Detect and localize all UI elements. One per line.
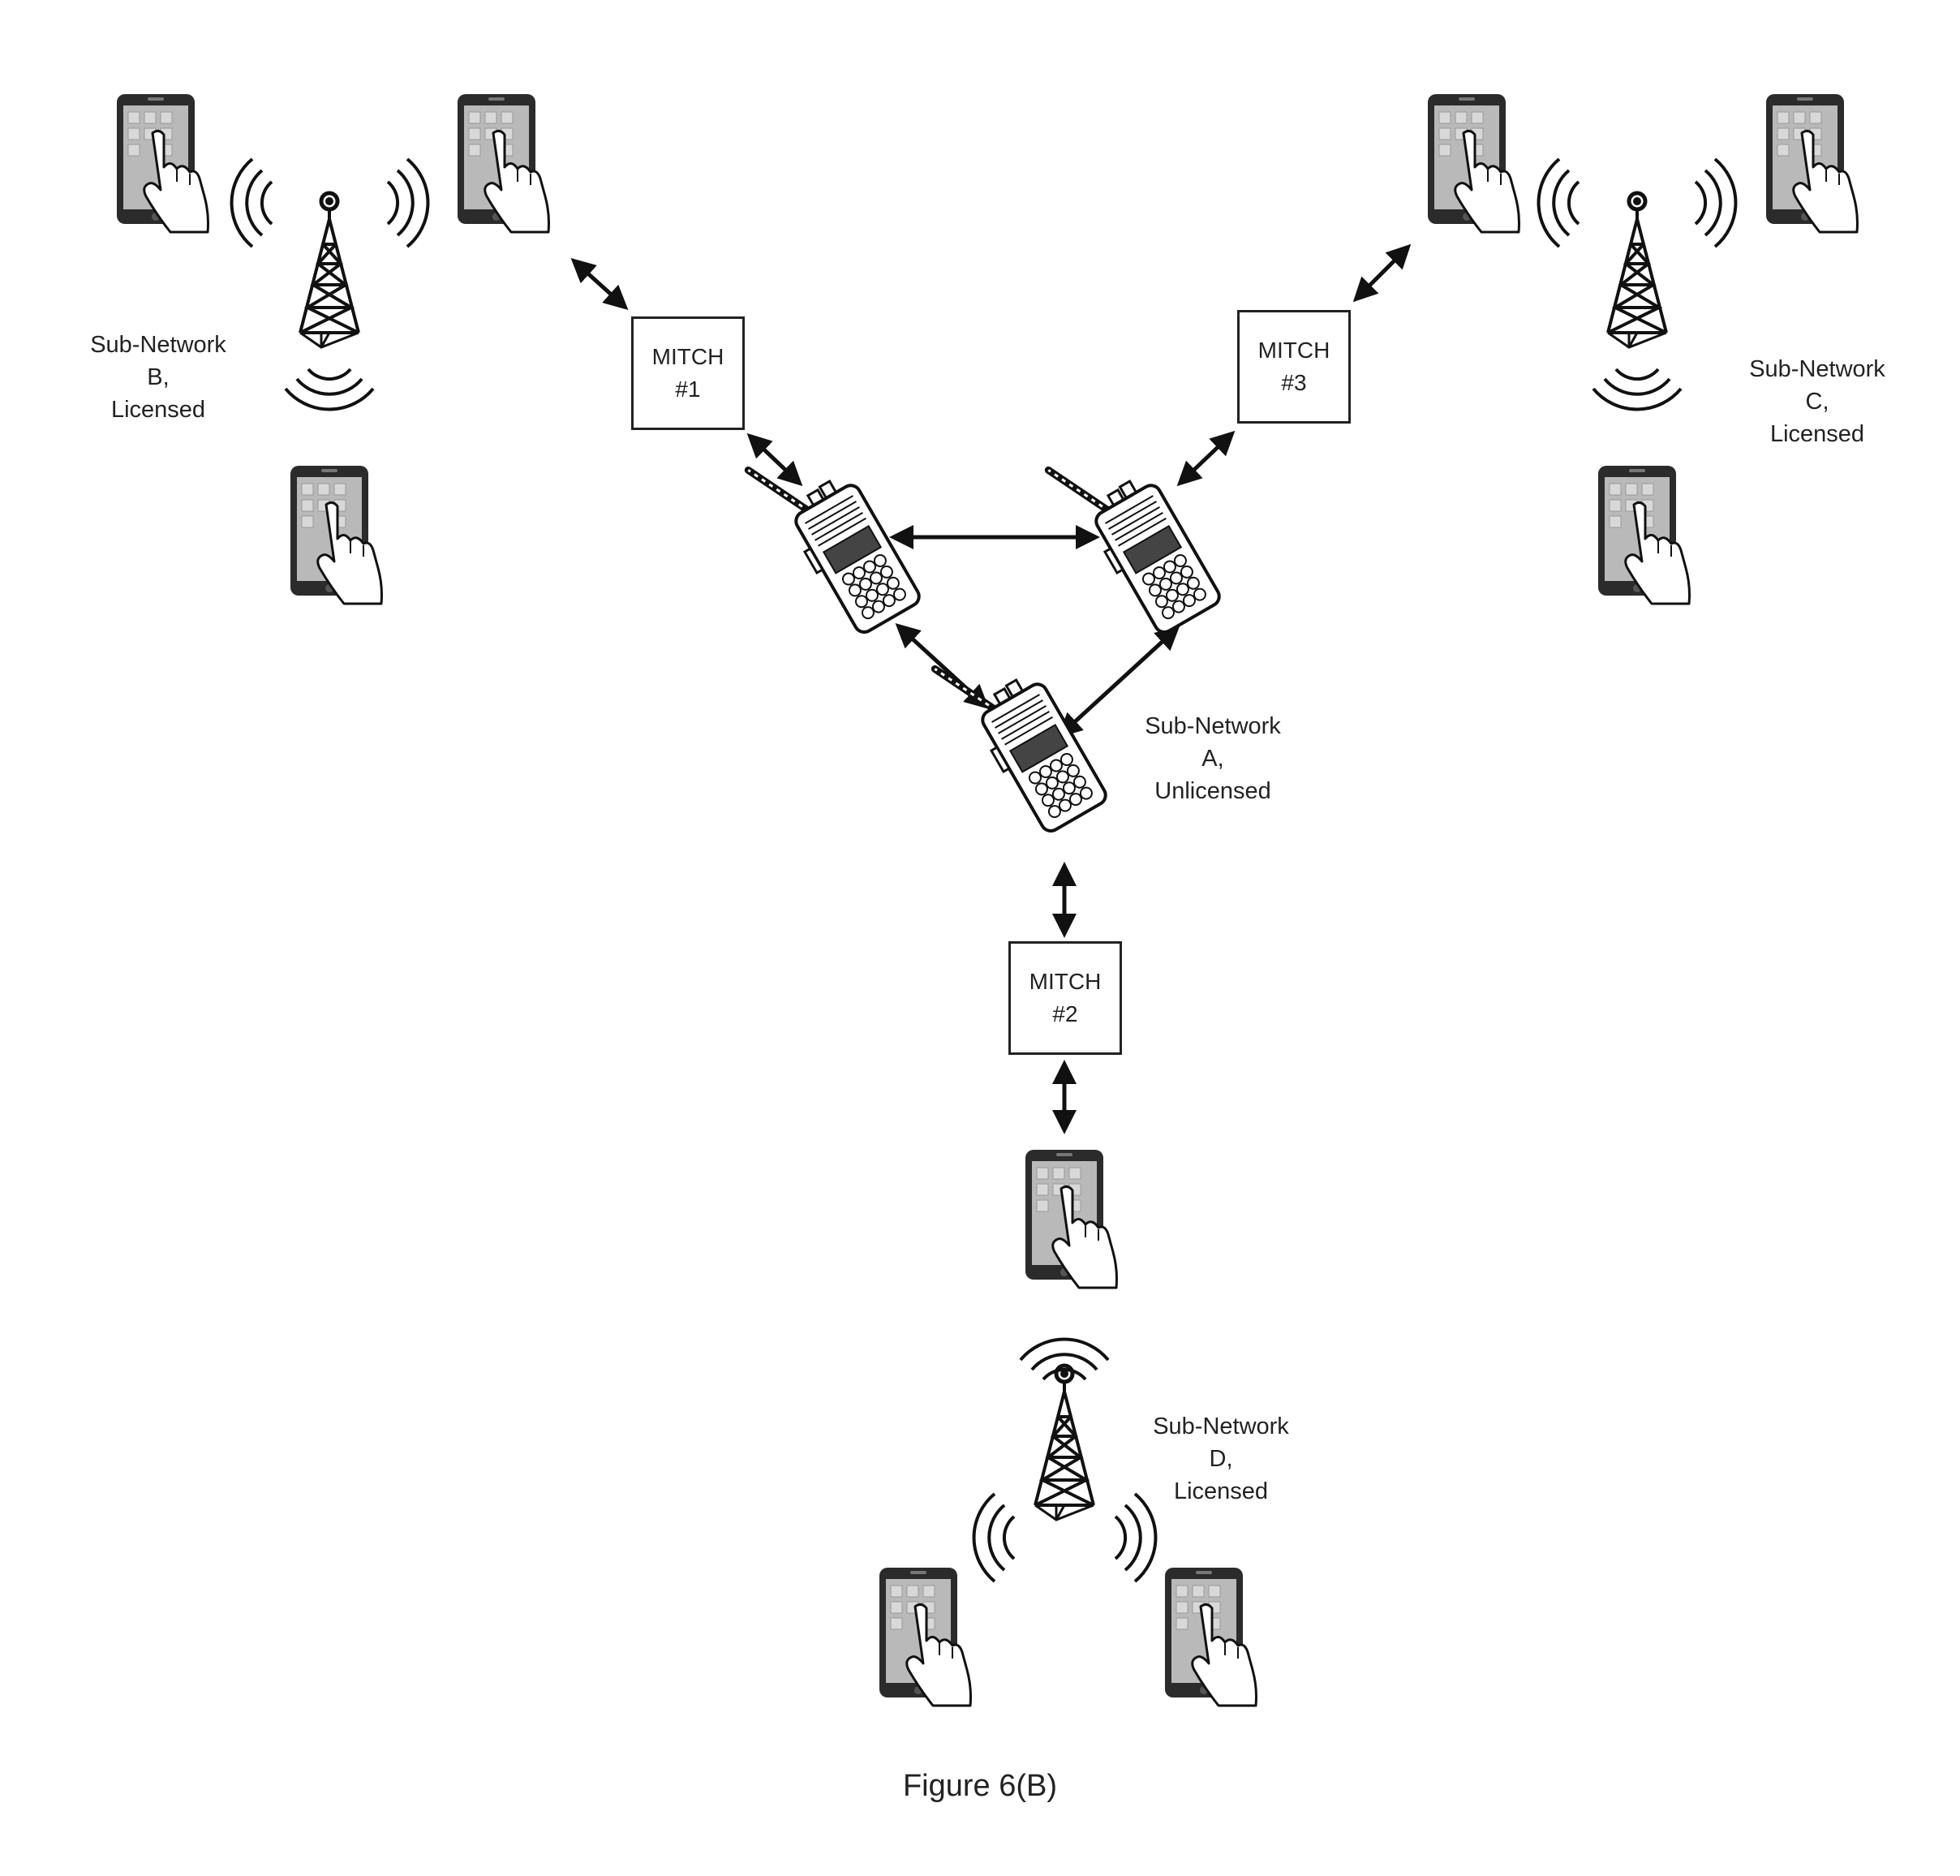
link-phoneC-mitch3 <box>1356 247 1408 299</box>
mitch-number: #3 <box>1281 367 1306 399</box>
smartphone-touch-icon <box>1165 1568 1257 1706</box>
smartphone-touch-icon <box>1766 94 1858 232</box>
smartphone-touch-icon <box>879 1568 971 1706</box>
radio-waves-icon <box>388 159 428 247</box>
radio-waves-icon <box>232 159 272 247</box>
smartphone-touch-icon <box>1025 1150 1117 1288</box>
smartphone-touch-icon <box>117 94 208 232</box>
handheld-radio-icon <box>935 626 1109 841</box>
link-phoneB-mitch1 <box>574 261 625 307</box>
cell-tower-icon <box>300 193 359 347</box>
mitch-node-1: MITCH #1 <box>631 316 745 430</box>
mitch-node-2: MITCH #2 <box>1008 941 1122 1055</box>
radio-waves-icon <box>1539 159 1579 247</box>
mitch-number: #2 <box>1052 998 1077 1031</box>
handheld-radio-icon <box>1048 427 1223 643</box>
smartphone-touch-icon <box>458 94 549 232</box>
mitch-number: #1 <box>675 373 700 406</box>
radio-waves-icon <box>1696 159 1735 247</box>
subnetwork-c-label: Sub-Network C, Licensed <box>1728 353 1906 450</box>
radio-waves-icon <box>286 369 373 409</box>
link-mitch3-radio3 <box>1180 434 1231 483</box>
radio-waves-icon <box>974 1494 1014 1581</box>
subnetwork-a-label: Sub-Network A, Unlicensed <box>1124 710 1302 807</box>
mitch-title: MITCH <box>1029 966 1102 998</box>
smartphone-touch-icon <box>1428 94 1519 232</box>
radio-waves-icon <box>1593 369 1681 409</box>
mitch-node-3: MITCH #3 <box>1237 310 1351 424</box>
mitch-title: MITCH <box>652 341 724 373</box>
subnetwork-d-label: Sub-Network D, Licensed <box>1132 1410 1310 1508</box>
subnetwork-b-label: Sub-Network B, Licensed <box>73 329 243 426</box>
smartphone-touch-icon <box>1598 466 1690 604</box>
smartphone-touch-icon <box>290 466 382 604</box>
mitch-title: MITCH <box>1258 334 1330 367</box>
cell-tower-icon <box>1035 1366 1094 1520</box>
figure-caption: Figure 6(B) <box>0 1769 1960 1804</box>
cell-tower-icon <box>1608 193 1666 347</box>
